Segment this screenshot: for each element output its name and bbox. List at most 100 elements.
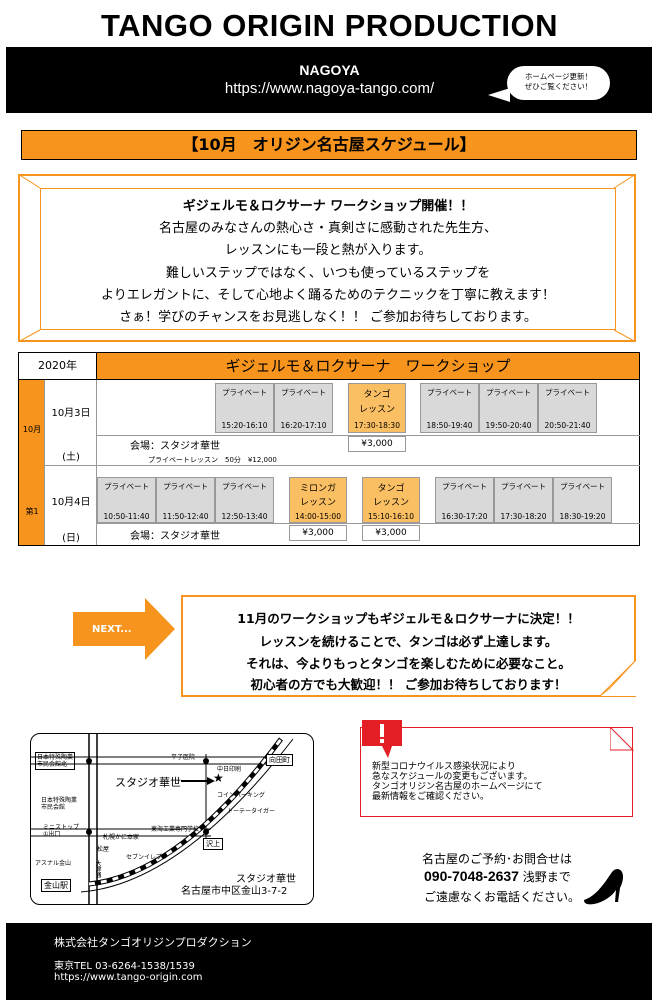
table-month-column	[19, 380, 45, 545]
page-title: TANGO ORIGIN PRODUCTION	[101, 8, 558, 43]
day2-slot: プライベート 12:50-13:40	[215, 477, 274, 523]
notice-line-1: 新型コロナウイルス感染状況により	[372, 762, 516, 772]
map-label-school: 日本特殊陶業 市民会館	[41, 797, 78, 811]
table-day1-divider	[97, 435, 640, 436]
map-label-matsuya: 松屋	[97, 846, 110, 853]
notice-text: 新型コロナウイルス感染状況により 急なスケジュールの変更もございます。 タンゴオ…	[372, 762, 543, 802]
table-date-column	[45, 380, 97, 545]
notice-line-2: 急なスケジュールの変更もございます。	[372, 772, 533, 782]
announcement-headline: ギジェルモ＆ロクサーナ ワークショップ開催！！	[182, 199, 474, 214]
website-url[interactable]: https://www.nagoya-tango.com/	[224, 80, 435, 97]
announcement-line-5: よりエレガントに、そして心地よく踊るためのテクニックを丁寧に教えます！	[101, 288, 555, 303]
slot-label: ミロンガ	[299, 484, 336, 494]
table-day2-divider	[97, 523, 640, 524]
day2-date: 10月4日	[51, 497, 91, 508]
slot-label: レッスン	[358, 405, 395, 415]
contact-line-3: ご遠慮なくお電話ください。	[424, 890, 581, 904]
covid-notice-box	[360, 727, 633, 817]
warning-icon	[362, 720, 402, 758]
day2-slot: プライベート 18:30-19:20	[553, 477, 612, 523]
slot-label: プライベート	[163, 482, 208, 491]
day1-slot: プライベート 20:50-21:40	[538, 383, 597, 433]
slot-label: タンゴ	[377, 484, 405, 494]
contact-phone-line: 090-7048-2637 浅野まで	[424, 868, 571, 885]
announcement-line-6: さぁ！学びのチャンスをお見逃しなく！！ ご参加お待ちしております。	[119, 310, 537, 325]
day1-price: ¥3,000	[348, 436, 406, 452]
next-line-3: それは、今よりもっとタンゴを楽しむために必要なこと。	[246, 656, 571, 671]
day2-lesson-slot: ミロンガ レッスン 14:00-15:00	[289, 477, 347, 523]
map-label-ohtsu: 大津通	[94, 860, 101, 878]
contact-person: 浅野まで	[518, 870, 571, 884]
map-label-sapporo: 札幌かに本家	[103, 834, 140, 841]
slot-label: プライベート	[222, 388, 267, 397]
slot-label: プライベート	[545, 388, 590, 397]
map-address: 名古屋市中区金山3-7-2	[181, 886, 288, 897]
slot-label: プライベート	[104, 482, 149, 491]
day1-venue: 会場：スタジオ華世	[130, 441, 220, 452]
next-line-1: 11月のワークショップもギジェルモ＆ロクサーナに決定！！	[237, 611, 580, 626]
footer-url[interactable]: https://www.tango-origin.com	[54, 972, 203, 983]
slot-time: 16:30-17:20	[441, 512, 488, 521]
slot-label: プライベート	[281, 388, 326, 397]
schedule-title: 【10月 オリジン名古屋スケジュール】	[182, 135, 476, 154]
slot-time: 18:30-19:20	[559, 512, 606, 521]
map-label-asunal: アスナル金山	[35, 860, 72, 867]
map-label-tokai: 東海工業専門学校	[151, 826, 200, 833]
day1-slot: プライベート 15:20-16:10	[215, 383, 274, 433]
notice-corner	[610, 727, 634, 751]
slot-time: 17:30-18:30	[354, 421, 400, 430]
slot-time: 18:50-19:40	[426, 421, 473, 430]
slot-label: タンゴ	[363, 390, 391, 400]
next-arrow-icon	[73, 598, 175, 660]
slot-time: 10:50-11:40	[103, 512, 150, 521]
city-name: NAGOYA	[299, 62, 360, 78]
footer-company: 株式会社タンゴオリジンプロダクション	[54, 936, 252, 949]
day2-slot: プライベート 11:50-12:40	[156, 477, 215, 523]
next-line-4: 初心者の方でも大歓迎！！ ご参加お待ちしております！	[250, 677, 567, 692]
table-heading: ギジェルモ＆ロクサーナ ワークショップ	[97, 353, 639, 380]
map-label-studio: スタジオ華世	[115, 776, 181, 789]
announcement-line-3: レッスンにも一段と熱が入ります。	[224, 243, 432, 258]
day2-slot: プライベート 16:30-17:20	[435, 477, 494, 523]
page-curl-icon	[600, 660, 637, 697]
slot-label: プライベート	[560, 482, 605, 491]
day1-date: 10月3日	[51, 408, 91, 419]
next-message-box	[181, 595, 636, 697]
map-label-tiger: トーテータイガー	[227, 808, 276, 815]
day1-weekday: (土)	[62, 452, 80, 463]
day1-slot: プライベート 16:20-17:10	[274, 383, 333, 433]
day2-venue: 会場：スタジオ華世	[130, 531, 220, 542]
frame-corners	[18, 174, 636, 342]
footer-tel: 東京TEL 03-6264-1538/1539	[54, 961, 195, 972]
contact-line-1: 名古屋のご予約･お問合せは	[422, 852, 573, 866]
map-label-school-north: 日本特殊陶業 市民会館北	[35, 752, 76, 770]
schedule-title-bar: 【10月 オリジン名古屋スケジュール】	[21, 130, 637, 160]
contact-phone[interactable]: 090-7048-2637	[424, 868, 519, 884]
slot-time: 15:20-16:10	[221, 421, 268, 430]
studio-star-icon: ★	[213, 771, 224, 785]
day1-lesson-slot: タンゴ レッスン 17:30-18:30	[348, 383, 406, 433]
slot-time: 16:20-17:10	[280, 421, 327, 430]
table-day-divider	[45, 465, 640, 466]
announcement-line-4: 難しいステップではなく、いつも使っているステップを	[165, 266, 491, 281]
slot-time: 19:50-20:40	[485, 421, 532, 430]
schedule-table	[18, 352, 640, 546]
slot-time: 20:50-21:40	[544, 421, 591, 430]
day2-lesson-slot: タンゴ レッスン 15:10-16:10	[362, 477, 420, 523]
slot-time: 17:30-18:20	[500, 512, 547, 521]
announcement-inner-frame	[40, 188, 616, 330]
map-label-seven: セブンイレブン	[126, 854, 169, 861]
map-label-print: 中日印刷	[217, 766, 242, 773]
map-label-parking: コインパーキング	[217, 792, 265, 799]
day2-price-1: ¥3,000	[289, 525, 347, 541]
slot-label: プライベート	[501, 482, 546, 491]
day2-slot: プライベート 17:30-18:20	[494, 477, 553, 523]
slot-time: 11:50-12:40	[162, 512, 209, 521]
bubble-line-2: ぜひご覧ください！	[524, 82, 593, 91]
bubble-tail	[488, 88, 510, 102]
map-label-kanayama: 金山駅	[41, 879, 71, 892]
next-line-2: レッスンを続けることで、タンゴは必ず上達します。	[259, 634, 558, 649]
day1-slot: プライベート 18:50-19:40	[420, 383, 479, 433]
map-label-sawakami: 沢上	[203, 838, 223, 850]
table-month: 10月	[22, 425, 42, 434]
